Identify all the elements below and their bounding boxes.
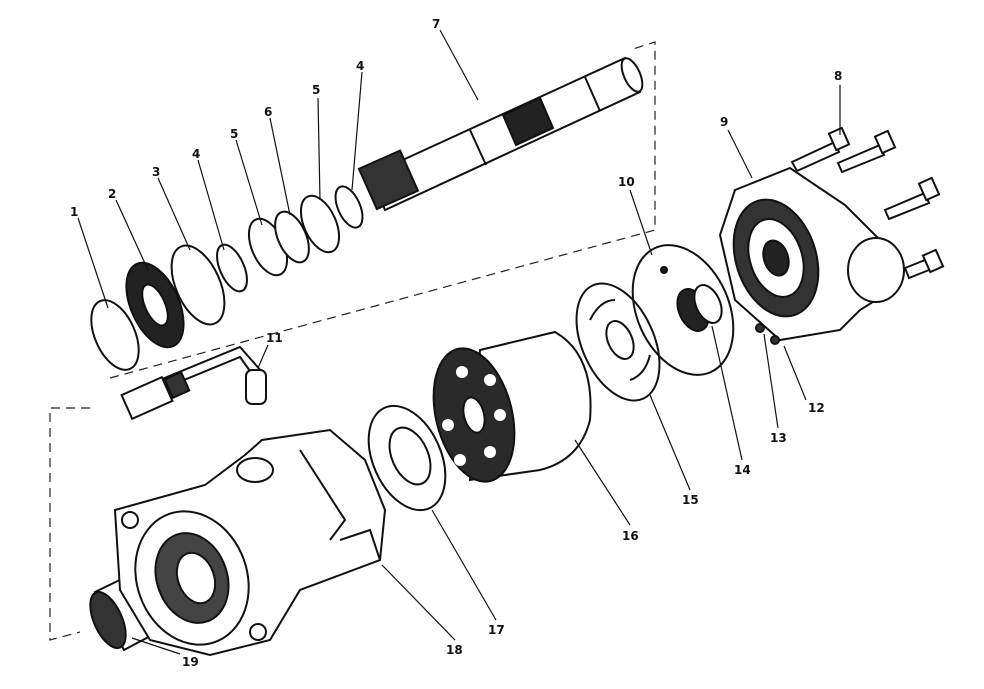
callout-4a: 4	[192, 147, 200, 161]
callout-5a: 5	[230, 127, 238, 141]
callout-18: 18	[446, 643, 463, 657]
callout-6: 6	[264, 105, 272, 119]
part-shaft-seal	[125, 261, 185, 349]
part-speed-sensor	[120, 345, 267, 421]
callout-labels: 1 2 3 4 5 6 5 4 7 8 9 10 11 12 13 14 15 …	[70, 17, 842, 669]
callout-15: 15	[682, 493, 699, 507]
callout-17: 17	[488, 623, 505, 637]
part-bearing	[676, 284, 723, 332]
callout-4b: 4	[356, 59, 364, 73]
part-valve-plate	[575, 282, 661, 402]
callout-9: 9	[720, 115, 728, 129]
callout-12: 12	[808, 401, 825, 415]
assembly-axis-lines	[49, 41, 656, 641]
callout-7: 7	[432, 17, 440, 31]
callout-5b: 5	[312, 83, 320, 97]
leader-lines	[77, 29, 841, 655]
callout-19: 19	[182, 655, 199, 669]
callout-14: 14	[734, 463, 751, 477]
callout-8: 8	[834, 69, 842, 83]
callout-16: 16	[622, 529, 639, 543]
callout-1: 1	[70, 205, 78, 219]
part-shaft	[357, 56, 644, 212]
part-small-plugs	[755, 323, 780, 345]
part-snap-ring	[90, 299, 140, 371]
part-end-cover	[718, 166, 905, 342]
callout-3: 3	[152, 165, 160, 179]
part-gasket	[367, 404, 447, 512]
callout-2: 2	[108, 187, 116, 201]
callout-11: 11	[266, 331, 283, 345]
callout-10: 10	[618, 175, 635, 189]
callout-13: 13	[770, 431, 787, 445]
part-cylinder-barrel	[432, 330, 592, 483]
part-o-ring	[631, 244, 735, 376]
part-bolts	[790, 126, 945, 280]
part-rings	[170, 185, 364, 326]
part-housing	[113, 428, 387, 657]
